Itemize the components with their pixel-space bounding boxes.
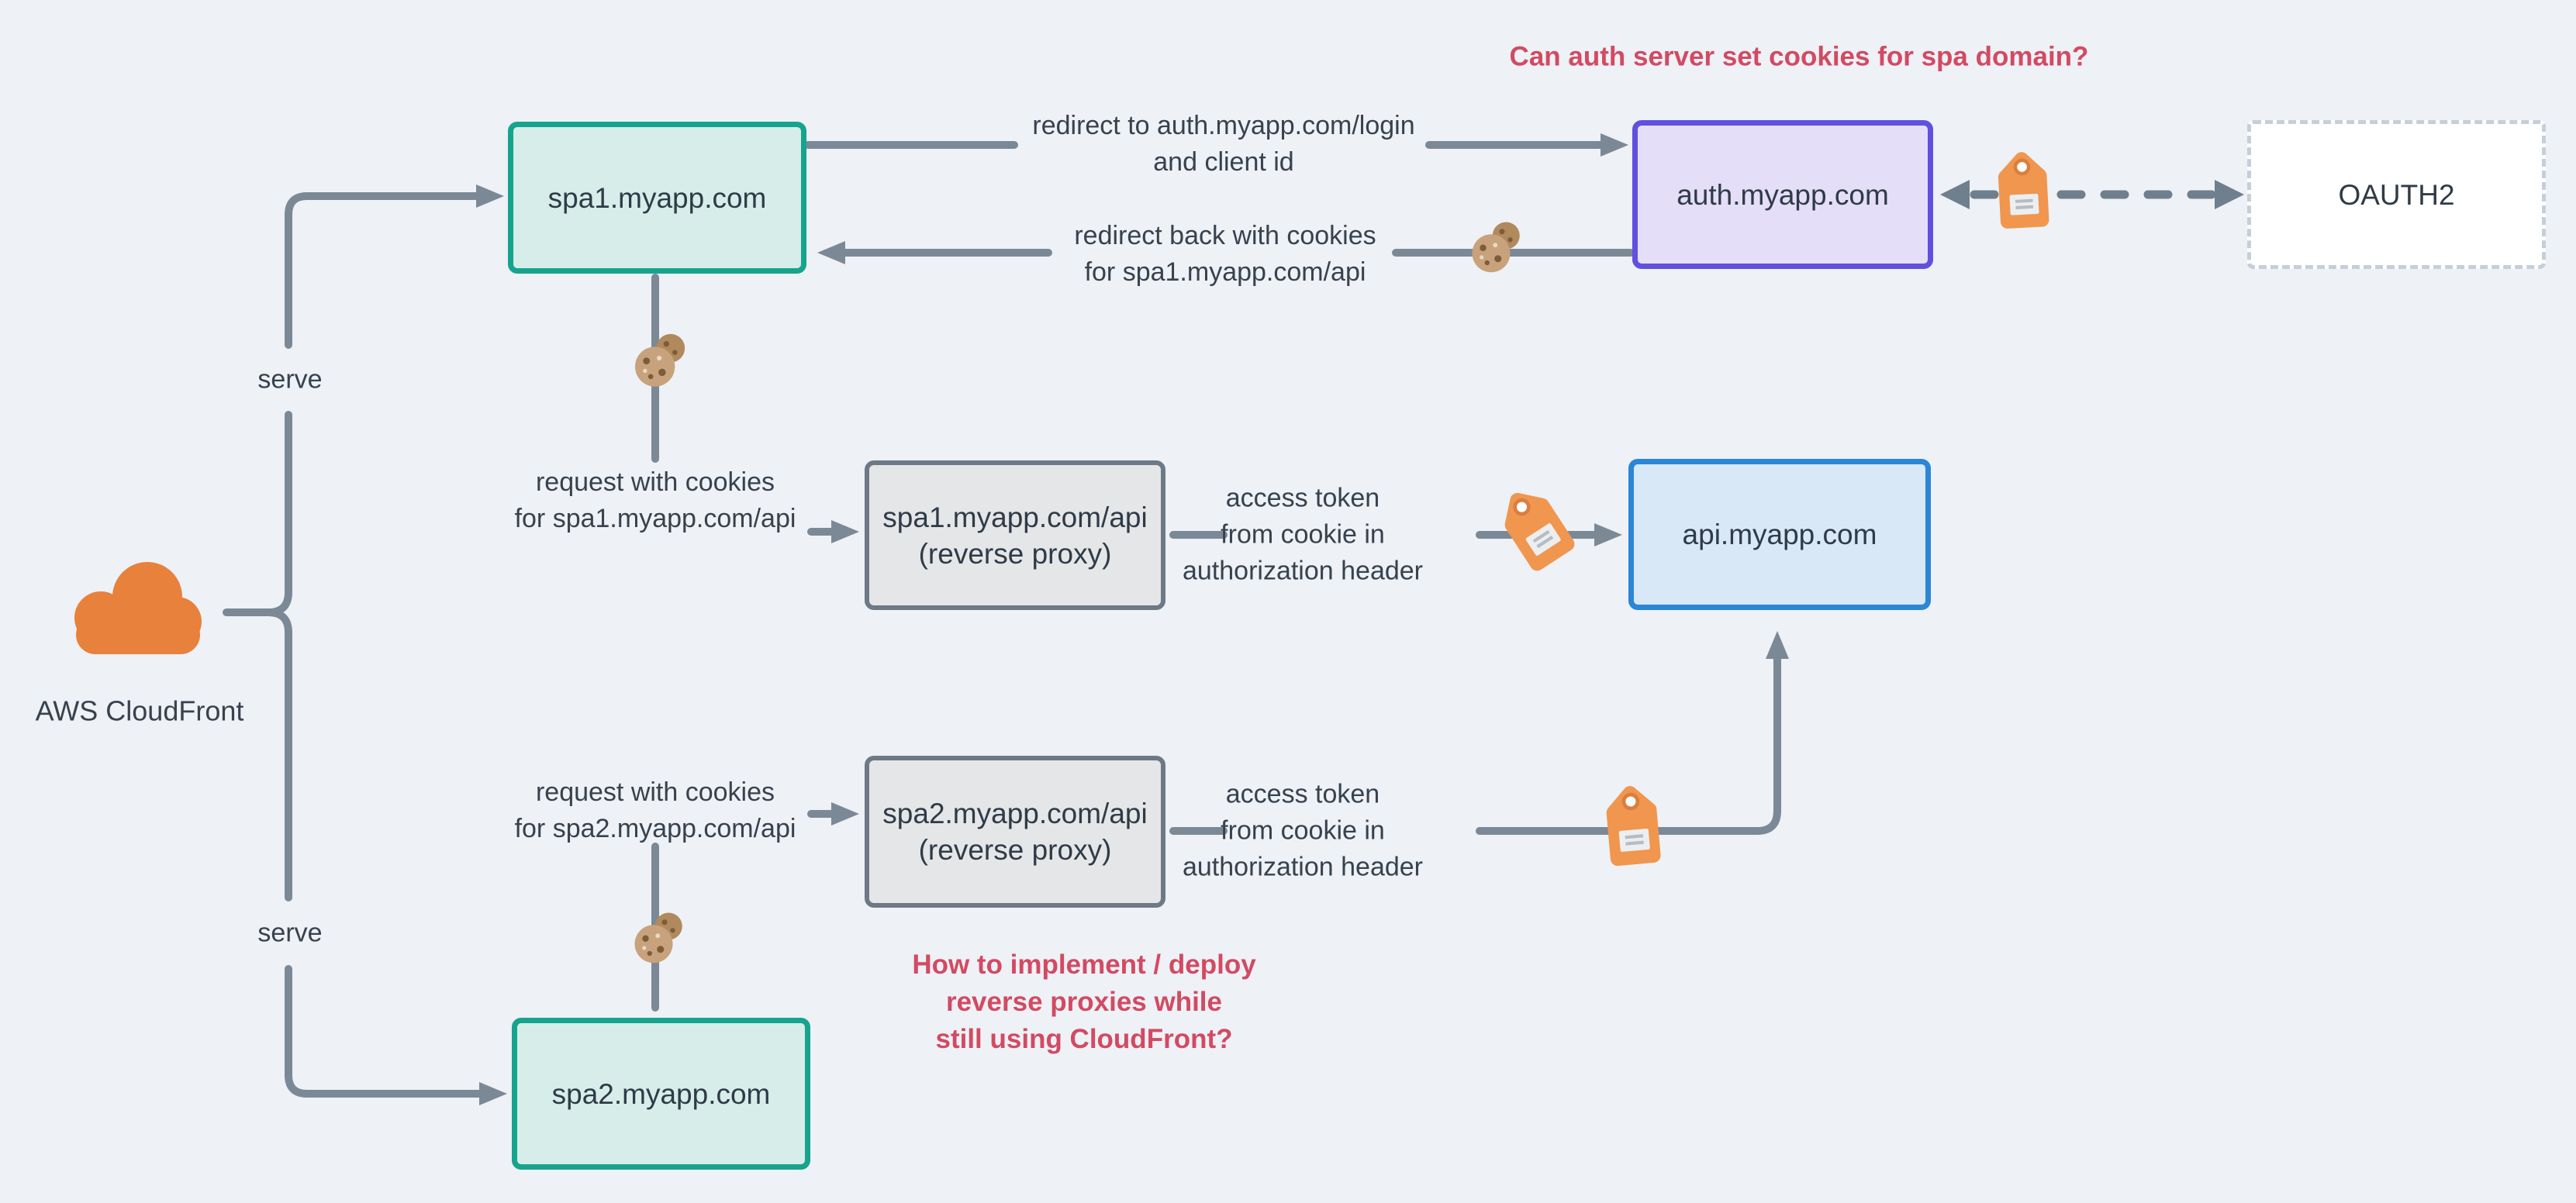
edge-label-serve-2: serve: [257, 918, 323, 948]
node-rp1-line2: (reverse proxy): [918, 537, 1112, 570]
edge-serve-spa2: [285, 965, 507, 1105]
dashed-arrowhead-right: [2215, 180, 2244, 209]
node-reverse-proxy-2: spa2.myapp.com/api (reverse proxy): [865, 756, 1165, 908]
node-spa1-label: spa1.myapp.com: [547, 181, 767, 214]
annotation-question-2: How to implement / deploy reverse proxie…: [912, 950, 1256, 1054]
token-tag-icon: [1962, 140, 2083, 260]
cookie-icon: [627, 908, 692, 977]
token-tag-icon: [1569, 773, 1694, 898]
node-spa1: spa1.myapp.com: [508, 122, 806, 274]
dashed-arrowhead-left: [1940, 180, 1970, 209]
cloudfront-label: AWS CloudFront: [35, 695, 244, 727]
edge-label-request-2: request with cookies for spa2.myapp.com/…: [514, 777, 796, 843]
edge-label-token-1: access token from cookie in authorizatio…: [1182, 483, 1424, 586]
node-spa2: spa2.myapp.com: [512, 1018, 810, 1170]
node-reverse-proxy-1: spa1.myapp.com/api (reverse proxy): [865, 460, 1165, 610]
node-api: api.myapp.com: [1628, 459, 1931, 610]
node-auth: auth.myapp.com: [1632, 120, 1933, 269]
node-oauth2-label: OAUTH2: [2338, 178, 2455, 211]
edge-label-token-2: access token from cookie in authorizatio…: [1182, 779, 1424, 882]
node-api-label: api.myapp.com: [1682, 519, 1877, 550]
node-oauth2: OAUTH2: [2247, 120, 2546, 269]
node-rp2-line2: (reverse proxy): [918, 834, 1112, 866]
node-spa2-label: spa2.myapp.com: [551, 1077, 771, 1110]
edge-label-redirect-to: redirect to auth.myapp.com/login and cli…: [1032, 111, 1415, 177]
cloudfront-cloud-icon: [60, 552, 212, 670]
edge-label-redirect-back: redirect back with cookies for spa1.myap…: [1074, 221, 1376, 287]
node-rp1-line1: spa1.myapp.com/api: [882, 501, 1148, 533]
node-rp2-line1: spa2.myapp.com/api: [882, 798, 1148, 829]
edge-token2-corner: [1476, 631, 1789, 835]
node-auth-label: auth.myapp.com: [1676, 178, 1889, 211]
cookie-icon: [627, 329, 695, 401]
edge-label-serve-1: serve: [257, 364, 323, 395]
edge-label-request-1: request with cookies for spa1.myapp.com/…: [514, 467, 796, 533]
cookie-icon: [1464, 217, 1529, 286]
token-tag-icon: [1487, 483, 1591, 590]
annotation-question-1: Can auth server set cookies for spa doma…: [1509, 41, 2089, 72]
edge-serve-spa1: [285, 184, 504, 349]
edge-junction-down: [264, 608, 292, 639]
